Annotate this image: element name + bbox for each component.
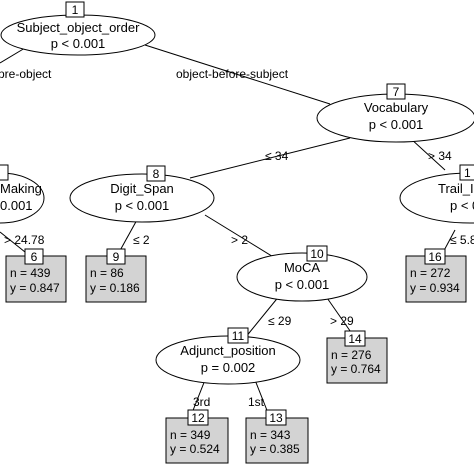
node-7-id-box	[386, 83, 406, 100]
edge-label-7-left: ≤ 34	[265, 149, 289, 163]
leaf-13-id: 13	[269, 411, 283, 425]
leaf-9-id: 9	[113, 250, 120, 264]
leaf-9: 9 n = 86 y = 0.186	[85, 248, 147, 303]
edge-10-left	[244, 294, 281, 339]
leaf-13-y: y = 0.385	[250, 442, 300, 456]
node-10-variable: MoCA	[284, 260, 320, 275]
leaf-16-id: 16	[428, 250, 442, 264]
leaf-9-y: y = 0.186	[90, 281, 140, 295]
node-8-pvalue: p < 0.001	[115, 198, 170, 213]
node-10: MoCA p < 0.001 10	[236, 245, 368, 302]
leaf-9-n: n = 86	[90, 266, 124, 280]
leaf-6-id-box	[24, 248, 44, 265]
node-11-id-box	[227, 327, 249, 344]
edge-7-right	[409, 137, 446, 171]
leaf-12: 12 n = 349 y = 0.524	[165, 409, 229, 464]
leaf-6: 6 n = 439 y = 0.847	[5, 248, 67, 303]
node-left-partial: Making 0.001	[0, 164, 45, 224]
edge-7-left	[189, 137, 351, 179]
edge-label-11-right: 1st	[248, 395, 265, 409]
leaf-13-n: n = 343	[250, 428, 291, 442]
edge-label-1-right: object-before-subject	[176, 67, 289, 81]
node-8-id-box	[146, 165, 166, 182]
node-right-id-box	[459, 164, 474, 181]
leaf-16-id-box	[424, 248, 446, 265]
node-1: Subject_object_order p < 0.001 1	[0, 1, 156, 56]
node-7: Vocabulary p < 0.001 7	[316, 83, 474, 143]
edge-label-10-left: ≤ 29	[268, 314, 292, 328]
node-8-variable: Digit_Span	[110, 181, 174, 196]
node-7-variable: Vocabulary	[364, 100, 429, 115]
node-11-id: 11	[232, 329, 245, 343]
edge-label-1-left: pre-object	[0, 67, 52, 81]
leaf-14-id-box	[344, 330, 366, 347]
leaf-12-n: n = 349	[170, 428, 211, 442]
node-right-partial: Trail_I p < 0 1	[399, 164, 474, 224]
leaf-12-y: y = 0.524	[170, 442, 220, 456]
edge-8-right	[204, 214, 276, 259]
node-left-variable: Making	[0, 181, 42, 196]
edge-label-8-right: > 2	[231, 233, 248, 247]
node-left-id-box	[0, 164, 9, 181]
edge-1-right	[144, 44, 331, 105]
node-1-pvalue: p < 0.001	[51, 36, 106, 51]
node-10-ellipse	[236, 252, 368, 302]
node-10-id: 10	[310, 247, 324, 261]
leaf-14-y: y = 0.764	[331, 362, 381, 376]
leaf-12-id: 12	[191, 411, 205, 425]
leaf-6-n: n = 439	[10, 266, 51, 280]
leaf-12-id-box	[187, 409, 209, 426]
edge-left-right	[0, 231, 26, 253]
node-left-pvalue: 0.001	[0, 198, 33, 213]
node-8: Digit_Span p < 0.001 8	[69, 165, 215, 223]
node-11: Adjunct_position p = 0.002 11	[155, 327, 301, 385]
node-10-pvalue: p < 0.001	[275, 277, 330, 292]
leaf-13-id-box	[265, 409, 287, 426]
edge-label-right-left: ≤ 5.8	[450, 233, 474, 247]
node-11-variable: Adjunct_position	[180, 343, 275, 358]
node-8-id: 8	[153, 167, 160, 181]
leaf-14: 14 n = 276 y = 0.764	[326, 330, 388, 384]
leaf-16: 16 n = 272 y = 0.934	[405, 248, 467, 303]
node-7-id: 7	[393, 85, 400, 99]
node-1-id: 1	[72, 3, 79, 17]
edge-label-8-left: ≤ 2	[133, 233, 150, 247]
tree-edges	[0, 44, 456, 419]
edge-label-7-right: > 34	[428, 149, 452, 163]
node-7-pvalue: p < 0.001	[369, 117, 424, 132]
leaf-9-id-box	[106, 248, 126, 265]
node-1-id-box	[65, 1, 85, 18]
node-left-ellipse	[0, 172, 45, 224]
node-right-variable: Trail_I	[438, 181, 474, 196]
leaf-14-n: n = 276	[331, 348, 372, 362]
node-10-id-box	[306, 245, 328, 262]
edge-label-left-right: > 24.78	[4, 233, 45, 247]
leaf-13: 13 n = 343 y = 0.385	[245, 409, 309, 464]
edge-labels: pre-object object-before-subject ≤ 34 > …	[0, 67, 474, 409]
leaf-6-id: 6	[31, 250, 38, 264]
leaf-16-n: n = 272	[410, 266, 451, 280]
edge-label-11-left: 3rd	[193, 395, 210, 409]
leaf-14-id: 14	[348, 332, 362, 346]
node-8-ellipse	[69, 173, 215, 223]
edge-label-10-right: > 29	[330, 314, 354, 328]
node-11-pvalue: p = 0.002	[201, 360, 256, 375]
node-1-variable: Subject_object_order	[17, 20, 141, 35]
node-right-pvalue: p < 0	[450, 198, 474, 213]
node-right-id: 1	[464, 166, 471, 180]
leaf-6-y: y = 0.847	[10, 281, 60, 295]
leaf-16-y: y = 0.934	[410, 281, 460, 295]
